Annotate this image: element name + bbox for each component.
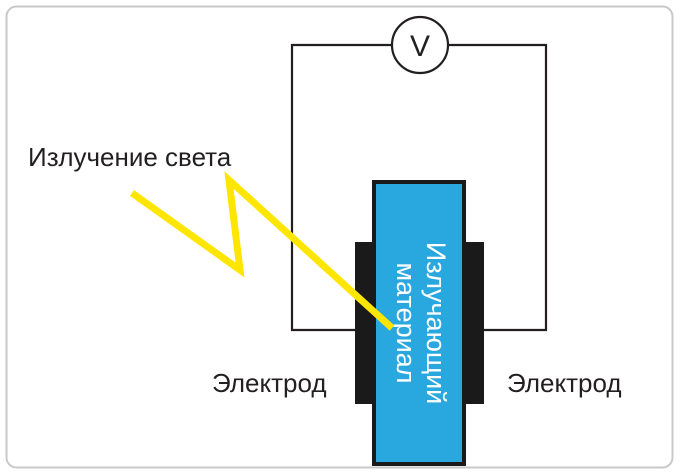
electrode-plate-left (355, 242, 375, 404)
light-ray (129, 171, 395, 331)
electrode-plate-right (464, 242, 484, 404)
wire-right (448, 43, 548, 332)
electrode-right-label: Электрод (507, 368, 622, 398)
material-label-line1: Излучающий (421, 242, 451, 404)
emitting-material-block (372, 180, 466, 466)
material-label: Излучающий материал (391, 242, 451, 404)
frame-border (5, 5, 674, 469)
wire-left (290, 43, 392, 332)
voltmeter-circle (390, 15, 450, 75)
voltmeter-label: V (410, 30, 430, 63)
circuit-wires (290, 43, 548, 332)
light-emission-label: Излучение света (28, 142, 232, 172)
electrode-left-label: Электрод (212, 368, 327, 398)
material-label-line2: материал (391, 263, 421, 384)
voltmeter: V (390, 15, 450, 75)
